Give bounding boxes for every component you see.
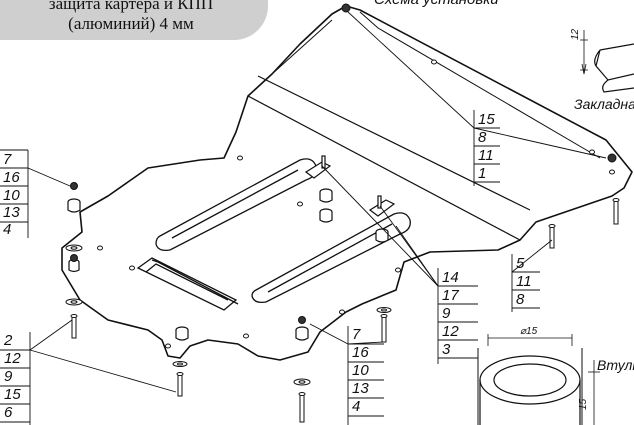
callout-top-right: 15 8 11 1	[473, 110, 500, 186]
callout-number: 2	[3, 332, 13, 349]
callout-number: 14	[442, 269, 459, 286]
title-banner: защита картера и КПП (алюминий) 4 мм	[0, 0, 268, 40]
nuts	[70, 3, 617, 324]
slot-rib-1	[155, 158, 317, 252]
callout-right-middle: 5 11 8	[511, 254, 540, 312]
embedded-plate-label: Закладна	[574, 96, 634, 112]
slot-rib-3	[136, 257, 239, 311]
callout-number: 10	[3, 187, 20, 204]
callout-bottom-left: 2 12 9 15 6	[0, 332, 31, 425]
callout-number: 4	[352, 398, 360, 415]
callout-number: 12	[442, 323, 459, 340]
bend-line-1	[257, 75, 531, 211]
bushing-spacers	[67, 188, 389, 341]
callout-number: 4	[3, 221, 11, 238]
callout-number: 12	[4, 350, 21, 367]
bushing-detail: ⌀15 15	[477, 326, 600, 425]
title-line-2: (алюминий) 4 мм	[68, 14, 194, 33]
callout-number: 6	[4, 404, 13, 421]
callout-number: 16	[3, 169, 20, 186]
callout-number: 13	[3, 204, 20, 221]
bend-line-4	[271, 19, 333, 75]
callout-number: 16	[352, 344, 369, 361]
callout-number: 15	[4, 386, 21, 403]
callout-number: 9	[4, 368, 13, 385]
bend-line-3	[359, 11, 601, 159]
callout-number: 7	[3, 151, 12, 168]
callout-number: 7	[352, 326, 361, 343]
callout-number: 10	[352, 362, 369, 379]
callout-bottom-middle: 7 16 10 13 4	[347, 326, 384, 425]
embedded-plate-detail: 12	[570, 28, 634, 93]
bushing-label: Втулк	[597, 357, 634, 373]
callout-number: 13	[352, 380, 369, 397]
scheme-label: Схема установки	[374, 0, 499, 8]
callout-number: 17	[442, 287, 459, 304]
callout-number: 8	[516, 291, 525, 308]
bend-line-2	[247, 95, 521, 241]
bushing-height-dimension: 15	[578, 398, 589, 410]
title-line-1: защита картера и КПП	[48, 0, 214, 13]
center-brackets	[304, 155, 396, 217]
callout-number: 15	[478, 111, 495, 128]
mounting-holes	[97, 59, 615, 349]
bushing-diameter-dimension: ⌀15	[520, 326, 538, 337]
bolts	[70, 198, 620, 423]
callout-number: 11	[478, 147, 494, 164]
washers	[65, 244, 392, 386]
callout-number: 8	[478, 129, 487, 146]
callout-number: 9	[442, 305, 451, 322]
callout-number: 1	[478, 165, 486, 182]
callout-top-left: 7 16 10 13 4	[0, 149, 29, 238]
callout-center: 14 17 9 12 3	[437, 268, 478, 364]
callout-number: 3	[442, 341, 451, 358]
callout-number: 5	[516, 255, 525, 272]
skid-plate-outline	[61, 5, 633, 361]
plate-thickness-dimension: 12	[570, 28, 581, 40]
callout-number: 11	[516, 273, 532, 290]
